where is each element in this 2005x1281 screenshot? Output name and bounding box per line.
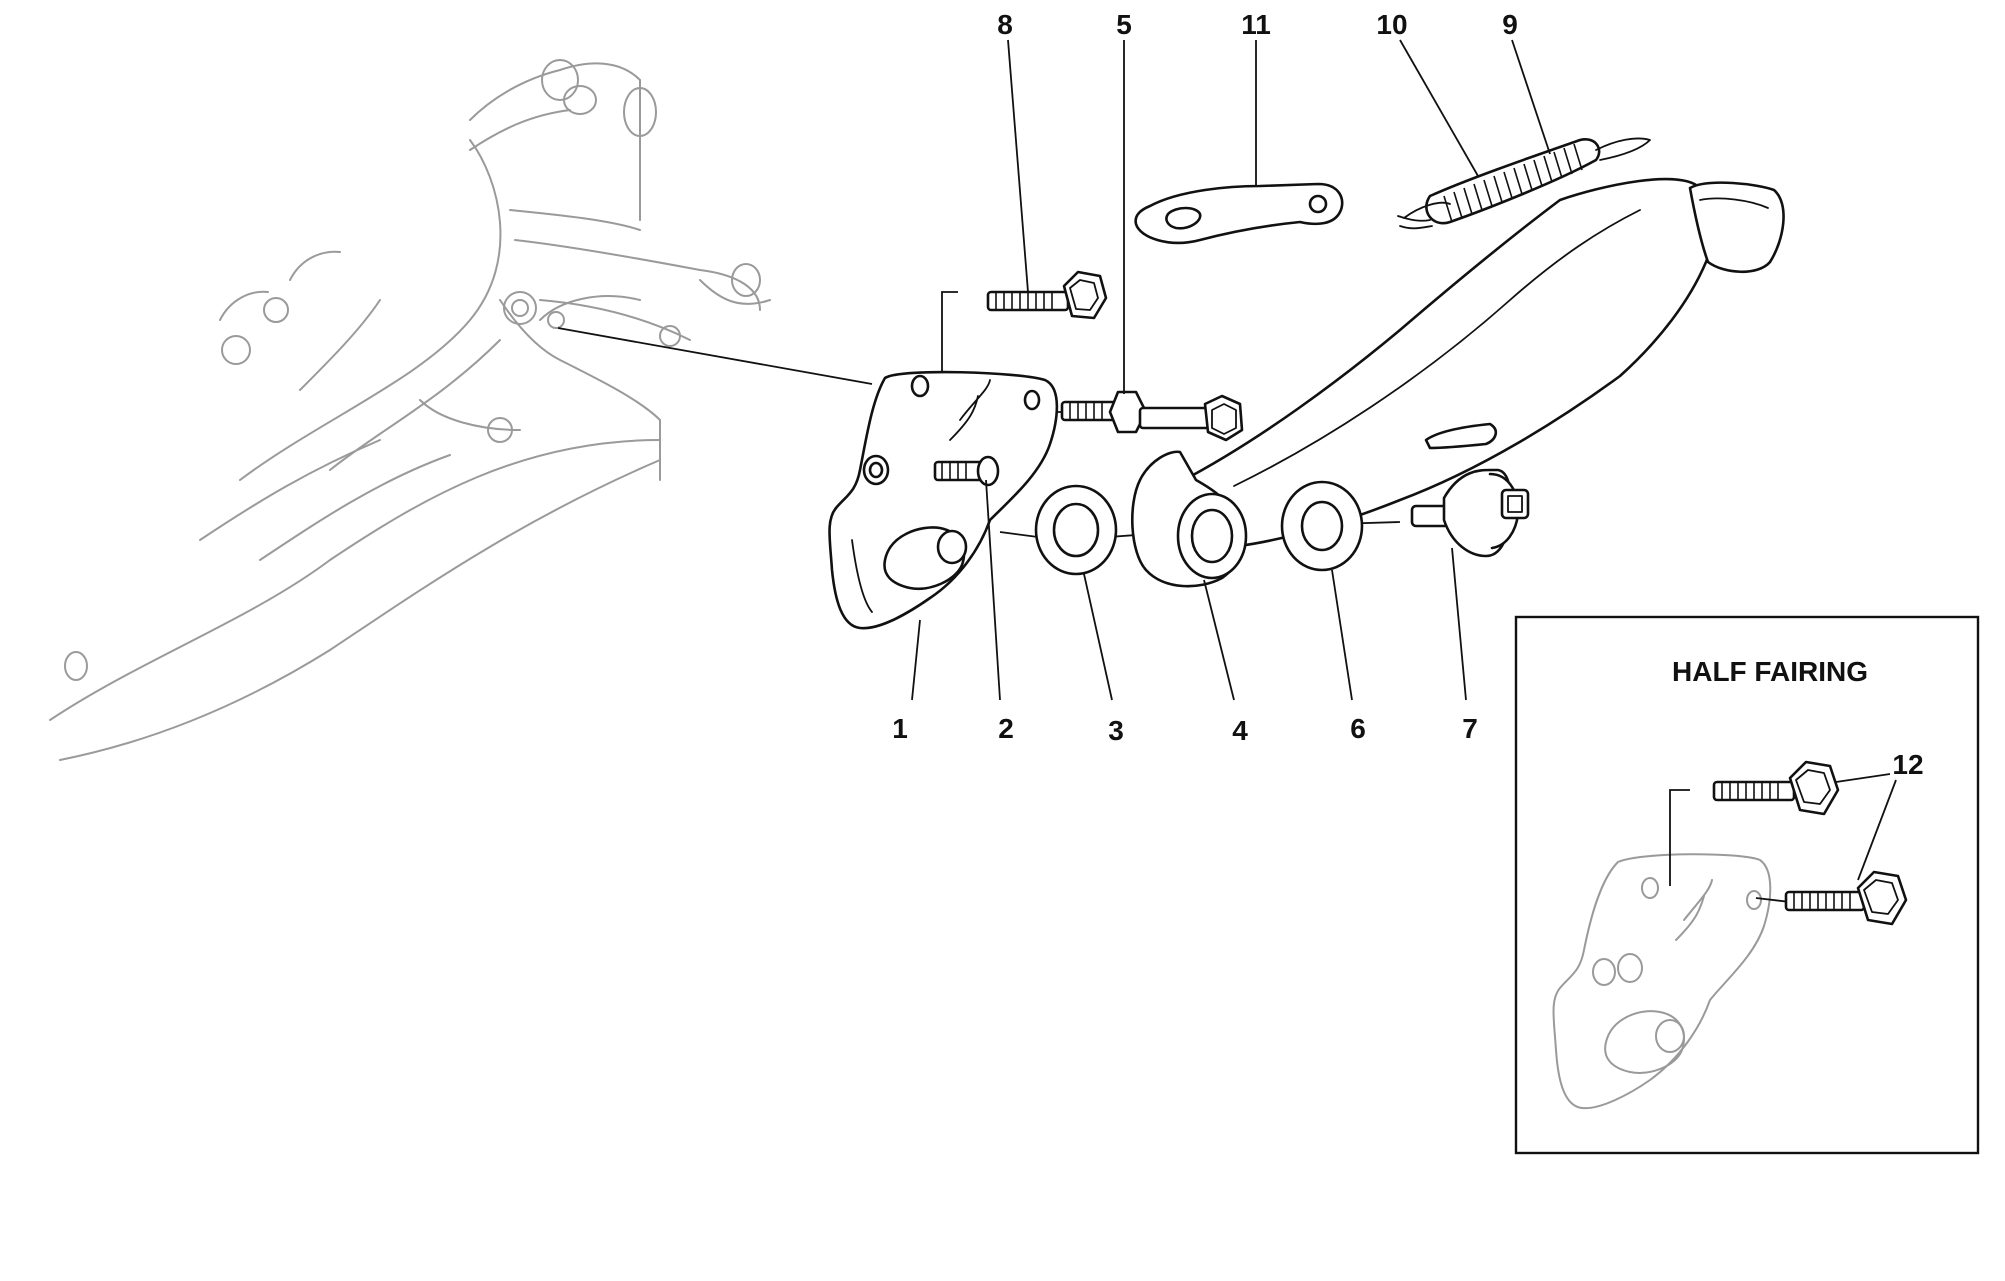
bracket-bolt <box>986 270 1108 320</box>
engine-frame-outline <box>49 59 771 761</box>
inset-title: HALF FAIRING <box>1672 656 1868 687</box>
side-stand-leg <box>1131 177 1785 588</box>
callout-9: 9 <box>1502 9 1518 40</box>
callout-7: 7 <box>1462 713 1478 744</box>
bracket-pin <box>933 455 1000 487</box>
callout-6: 6 <box>1350 713 1366 744</box>
half-fairing-inset: HALF FAIRING 12 <box>1514 615 1980 1155</box>
callout-2: 2 <box>998 713 1014 744</box>
callout-12: 12 <box>1892 749 1923 780</box>
washer-3 <box>1034 484 1118 576</box>
callout-11: 11 <box>1241 9 1271 40</box>
stand-pivot-stud <box>1060 390 1244 442</box>
callout-3: 3 <box>1108 715 1124 746</box>
callout-10: 10 <box>1376 9 1407 40</box>
pivot-bolt <box>1410 468 1530 558</box>
spring-plate <box>1134 182 1344 245</box>
callout-4: 4 <box>1232 715 1248 746</box>
callout-5: 5 <box>1116 9 1132 40</box>
callout-1: 1 <box>892 713 908 744</box>
return-springs <box>1397 137 1651 230</box>
callout-8: 8 <box>997 9 1013 40</box>
washer-6 <box>1280 480 1364 572</box>
callout-labels: 1 2 3 4 5 6 7 8 9 10 11 <box>892 9 1551 746</box>
side-stand-bracket <box>828 370 1059 630</box>
inset-frame <box>1514 615 1980 1155</box>
